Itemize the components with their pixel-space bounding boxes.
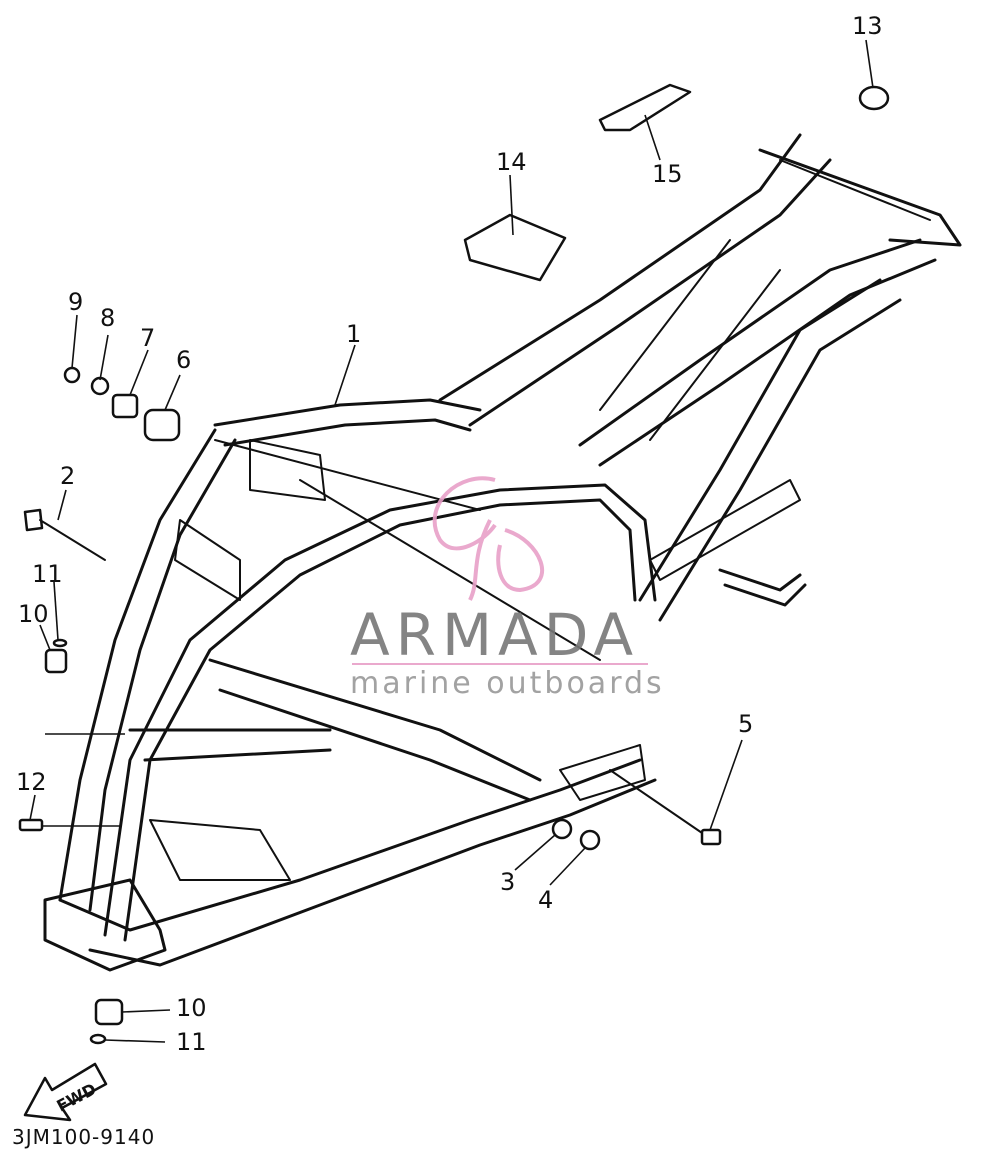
- part-12-nipple: [18, 818, 44, 832]
- part-13-bushing: [858, 85, 890, 111]
- watermark-subtitle: marine outboards: [350, 666, 665, 701]
- part-10-bushing-upper: [44, 648, 68, 674]
- callout-7: 7: [140, 324, 155, 352]
- part-7-collar: [111, 393, 139, 419]
- callout-12: 12: [16, 768, 47, 796]
- watermark-logo: [432, 476, 545, 601]
- callout-9: 9: [68, 288, 83, 316]
- fwd-arrow: FWD: [23, 1062, 108, 1122]
- part-15-decal: [598, 83, 692, 132]
- callout-6: 6: [176, 346, 191, 374]
- callout-11: 11: [32, 560, 63, 588]
- main-frame: [43, 133, 962, 972]
- callout-5: 5: [738, 710, 753, 738]
- watermark: ARMADA marine outboards: [350, 476, 665, 701]
- part-11-o-ring-lower: [89, 1033, 107, 1045]
- part-9-bolt: [63, 366, 81, 384]
- part-14-pad: [463, 213, 567, 282]
- part-8-washer: [90, 376, 110, 396]
- watermark-title: ARMADA: [350, 601, 639, 669]
- leader-lines: [29, 39, 874, 1043]
- callout-2: 2: [60, 462, 75, 490]
- part-10-bushing-lower: [94, 998, 124, 1026]
- part-11-o-ring-upper: [52, 638, 68, 648]
- callout-14: 14: [496, 148, 527, 176]
- part-2-bolt: [23, 508, 106, 561]
- part-6-damper: [143, 408, 181, 442]
- part-3-washer: [551, 818, 573, 840]
- diagram-code: 3JM100-9140: [12, 1125, 155, 1149]
- callout-8: 8: [100, 304, 115, 332]
- callout-10: 10: [18, 600, 49, 628]
- callout-13: 13: [852, 12, 883, 40]
- callout-labels: 1 2 3 4 5 6 7 8 9 10 11 12 13 14 15 10 1…: [16, 12, 883, 1056]
- part-4-nut: [579, 829, 601, 851]
- callout-4: 4: [538, 886, 553, 914]
- callout-10-lower: 10: [176, 994, 207, 1022]
- callout-3: 3: [500, 868, 515, 896]
- callout-15: 15: [652, 160, 683, 188]
- callout-1: 1: [346, 320, 361, 348]
- callout-11-lower: 11: [176, 1028, 207, 1056]
- part-5-bolt: [609, 769, 722, 846]
